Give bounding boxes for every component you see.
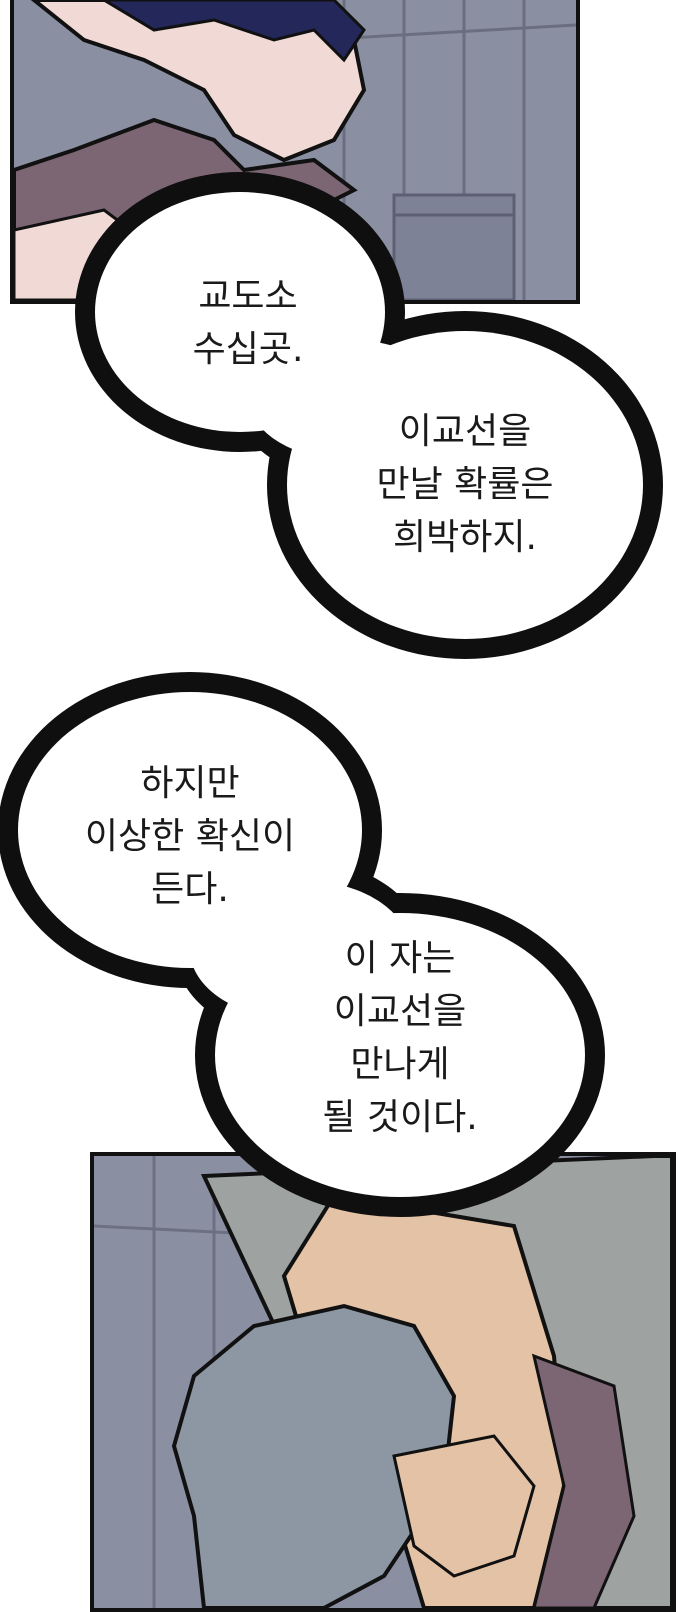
bubble-1a-line-2: 수십곳.: [192, 329, 304, 370]
speech-bubble-group-2: [0, 672, 605, 1217]
bubble-2a-line-3: 든다.: [151, 869, 229, 910]
bubble-2a-line-2: 이상한 확신이: [84, 816, 296, 857]
bubble-2a-line-1: 하지만: [140, 763, 240, 804]
bubble-1b-line-2: 만날 확률은: [376, 464, 554, 505]
bubble-2b-line-4: 될 것이다.: [322, 1097, 478, 1138]
panel-bottom-artwork: [94, 1156, 672, 1608]
bubble-1b-line-1: 이교선을: [398, 411, 532, 452]
bubble-1a-line-1: 교도소: [198, 276, 298, 317]
bubble-2b-line-1: 이 자는: [344, 938, 456, 979]
bubble-1a-text: 교도소 수십곳.: [148, 270, 348, 376]
bubble-2b-line-3: 만나게: [350, 1044, 450, 1085]
speech-bubble-group-1: [75, 172, 663, 659]
bubble-1b-text: 이교선을 만날 확률은 희박하지.: [345, 405, 585, 564]
bubble-2a-text: 하지만 이상한 확신이 든다.: [60, 757, 320, 916]
bubble-1b-line-3: 희박하지.: [393, 517, 537, 558]
bubble-2b-line-2: 이교선을: [333, 991, 467, 1032]
bubble-2b-text: 이 자는 이교선을 만나게 될 것이다.: [285, 932, 515, 1144]
